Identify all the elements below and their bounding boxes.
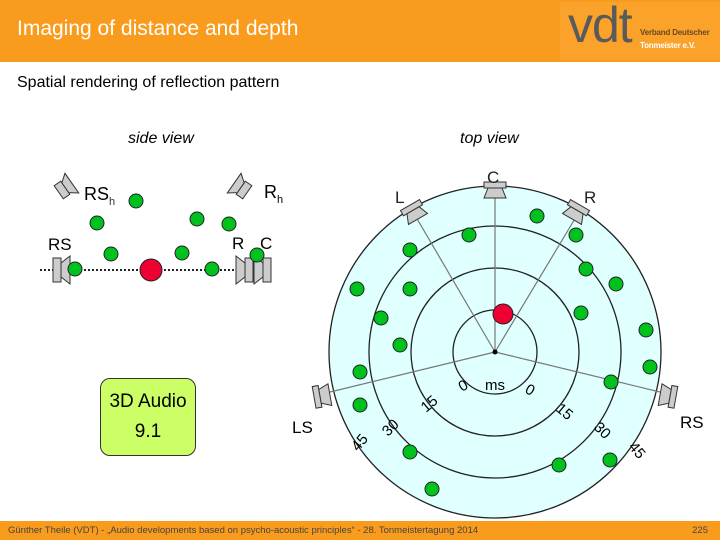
- reflection-dot: [189, 211, 205, 227]
- reflection-dot: [402, 281, 418, 297]
- speaker-r-icon: [235, 254, 254, 286]
- reflection-dot: [221, 216, 237, 232]
- speaker-r-top-icon: [561, 198, 591, 226]
- slide-title: Imaging of distance and depth: [17, 17, 299, 40]
- reflection-dot: [352, 397, 368, 413]
- side-view-label: side view: [128, 130, 195, 147]
- reflection-dot: [373, 310, 389, 326]
- reflection-dot: [174, 245, 190, 261]
- badge-line1: 3D Audio: [109, 391, 187, 412]
- reflection-dot: [573, 305, 589, 321]
- reflection-dot: [551, 457, 567, 473]
- reflection-dot: [638, 322, 654, 338]
- r-top-label: R: [584, 188, 596, 207]
- footer-bar: Günther Theile (VDT) - „Audio developmen…: [0, 521, 720, 540]
- reflection-dot: [204, 261, 220, 277]
- c-top-label: C: [487, 168, 499, 187]
- speaker-axes: [329, 196, 661, 393]
- unit-label: ms: [485, 377, 505, 394]
- reflection-dot: [603, 374, 619, 390]
- c-label: C: [260, 234, 272, 253]
- l-top-label: L: [395, 188, 404, 207]
- format-badge: 3D Audio 9.1: [100, 378, 196, 456]
- header-bar: Imaging of distance and depth vdt Verban…: [0, 0, 720, 62]
- r-label: R: [232, 234, 244, 253]
- reflection-dot: [103, 246, 119, 262]
- rs-top-label: RS: [680, 413, 704, 432]
- logo-line1: Verband Deutscher: [640, 28, 710, 37]
- speaker-ls-top-icon: [311, 382, 333, 409]
- reflection-dot: [642, 359, 658, 375]
- reflection-dot: [608, 276, 624, 292]
- reflection-dot: [402, 444, 418, 460]
- reflection-dot: [578, 261, 594, 277]
- speaker-rs-h-icon: [53, 172, 80, 200]
- reflection-dot: [352, 364, 368, 380]
- reflection-dot: [402, 242, 418, 258]
- speaker-rs-top-icon: [657, 382, 679, 409]
- r-h-label: Rh: [264, 182, 283, 206]
- reflection-dot: [568, 227, 584, 243]
- speaker-rs-icon: [52, 254, 71, 286]
- reflection-dot: [392, 337, 408, 353]
- page-number: 225: [692, 525, 708, 536]
- reflection-dot: [424, 481, 440, 497]
- rs-h-label: RSh: [84, 184, 115, 208]
- ls-top-label: LS: [292, 418, 313, 437]
- reflection-dot: [461, 227, 477, 243]
- source-dot: [139, 258, 163, 282]
- speaker-c-top-icon: [483, 181, 507, 199]
- reflection-dot: [349, 281, 365, 297]
- logo-text: vdt: [568, 0, 633, 53]
- reflection-dot: [602, 452, 618, 468]
- slide-subtitle: Spatial rendering of reflection pattern: [17, 74, 280, 91]
- reflection-dot: [67, 261, 83, 277]
- logo-line2: Tonmeister e.V.: [640, 41, 696, 50]
- badge-line2: 9.1: [134, 421, 162, 442]
- footer-text: Günther Theile (VDT) - „Audio developmen…: [8, 525, 479, 536]
- reflection-dot: [89, 215, 105, 231]
- reflection-dot: [128, 193, 144, 209]
- reflection-dot: [249, 247, 265, 263]
- rs-label: RS: [48, 235, 72, 254]
- top-view-label: top view: [460, 130, 520, 147]
- source-dot: [492, 303, 514, 325]
- speaker-r-h-icon: [226, 172, 253, 200]
- speaker-l-top-icon: [399, 198, 429, 226]
- listener-point: [492, 349, 498, 355]
- reflection-dot: [529, 208, 545, 224]
- vdt-logo: vdt Verband Deutscher Tonmeister e.V.: [560, 0, 720, 60]
